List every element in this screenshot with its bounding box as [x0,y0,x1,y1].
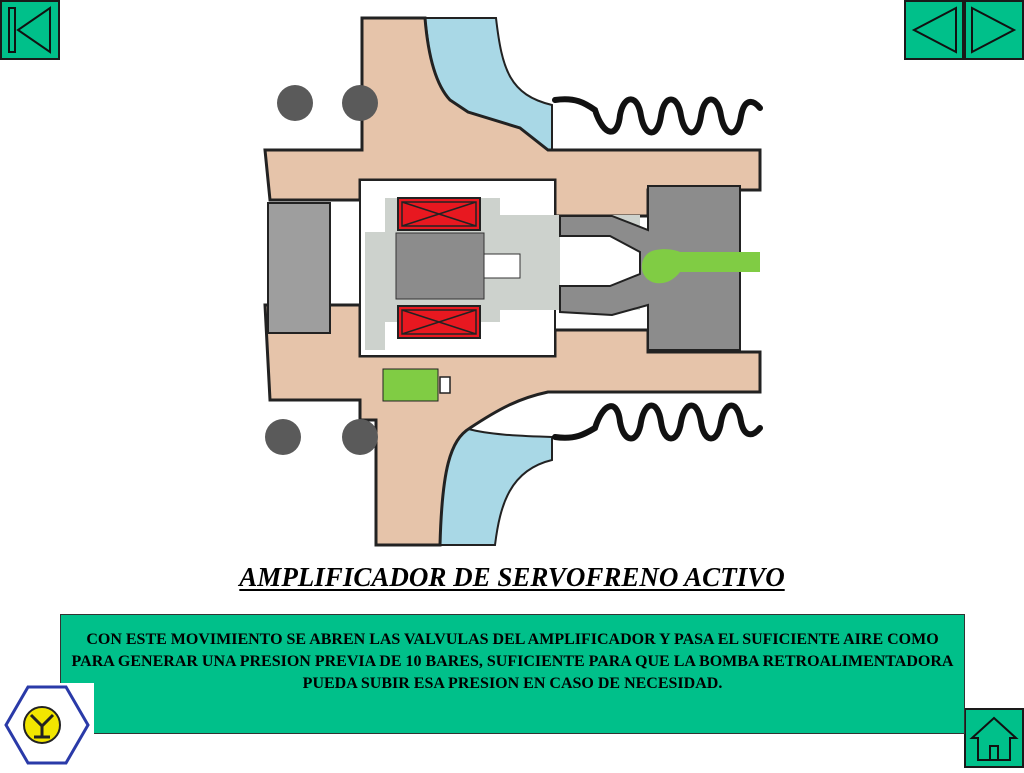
solenoid-core [395,232,485,300]
description-text: CON ESTE MOVIMIENTO SE ABREN LAS VALVULA… [71,631,954,692]
spring-bottom [552,402,763,442]
skip-to-first-icon [8,6,51,54]
first-slide-button[interactable] [0,0,60,60]
next-triangle-icon [971,6,1017,54]
coil-bottom [397,305,481,339]
diagram-title-text: AMPLIFICADOR DE SERVOFRENO ACTIVO [239,562,785,592]
small-valve-port [439,376,451,394]
previous-slide-button[interactable] [904,0,964,60]
push-rod-green [641,249,760,284]
core-slot [483,253,521,279]
brake-booster-diagram [263,16,763,547]
previous-triangle-icon [911,6,957,54]
logo [0,683,94,768]
home-button[interactable] [964,708,1024,768]
left-plug [267,202,331,334]
house-icon [969,716,1019,761]
bolt-circle-4 [342,419,378,455]
housing-lower [263,303,762,547]
bolt-circle-2 [342,85,378,121]
diagram-title: AMPLIFICADOR DE SERVOFRENO ACTIVO [0,562,1024,593]
small-valve-green [382,368,439,402]
bolt-circle-1 [277,85,313,121]
hexagon-y-logo-icon [4,685,90,765]
next-slide-button[interactable] [964,0,1024,60]
description-box: CON ESTE MOVIMIENTO SE ABREN LAS VALVULA… [60,614,965,734]
coil-top [397,197,481,231]
bolt-circle-3 [265,419,301,455]
spring-top [552,96,763,136]
